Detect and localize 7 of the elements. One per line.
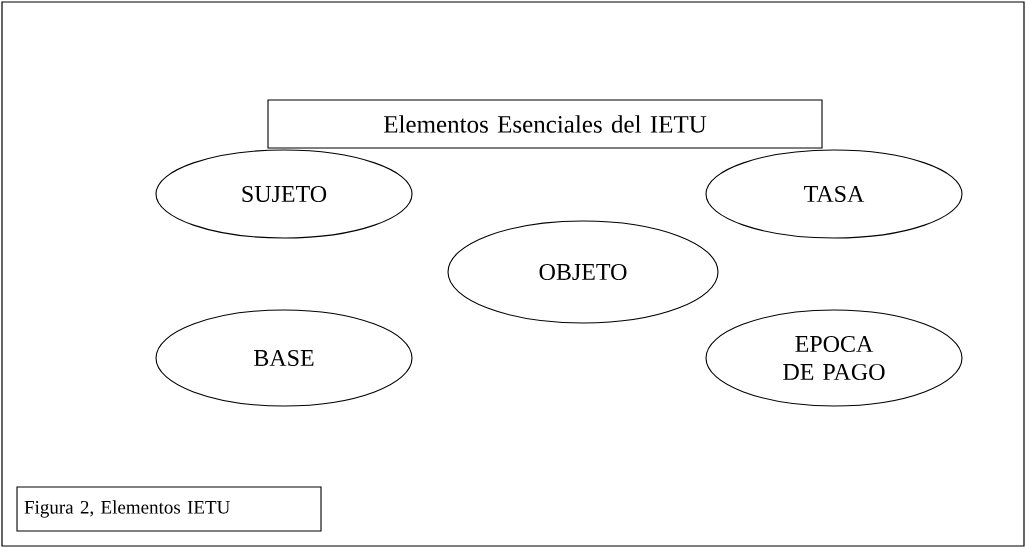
- ellipse-node: SUJETO: [155, 149, 413, 239]
- ellipse-node: BASE: [155, 309, 413, 407]
- ellipse-node: EPOCA DE PAGO: [705, 309, 963, 407]
- ellipse-node: TASA: [705, 149, 963, 239]
- text-box: Elementos Esenciales del IETU: [267, 99, 823, 149]
- ellipse-node: OBJETO: [447, 220, 719, 324]
- text-box: Figura 2, Elementos IETU: [16, 486, 322, 532]
